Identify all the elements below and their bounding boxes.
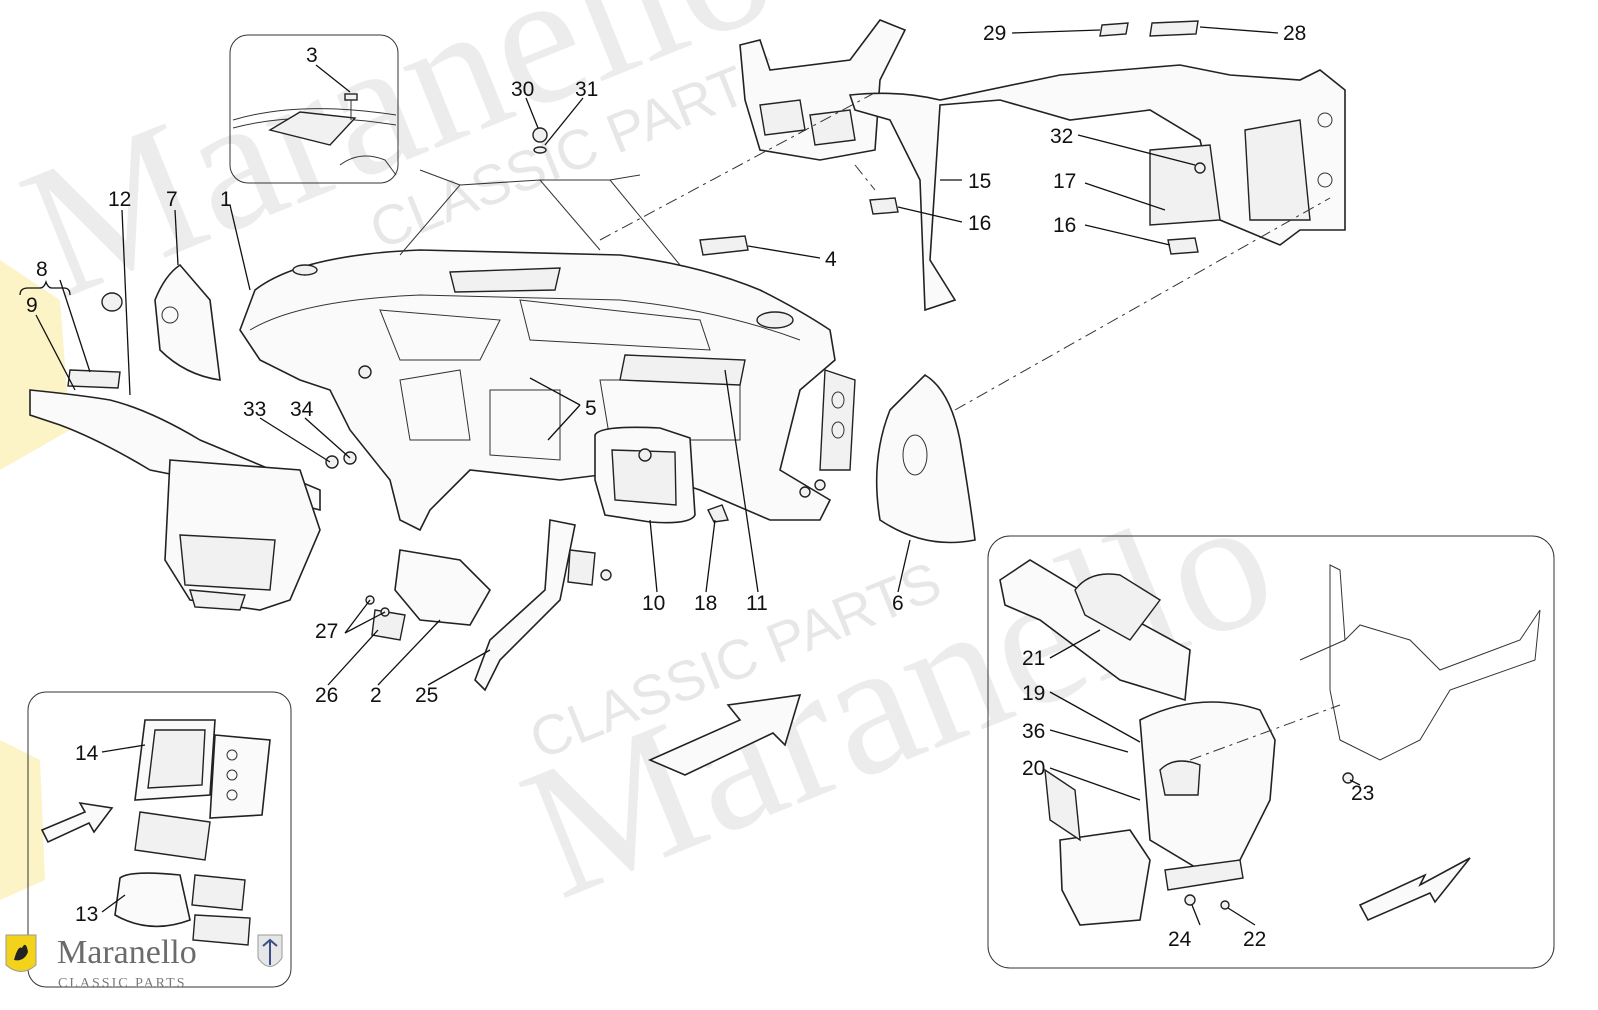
callout-16-right: 16 bbox=[1053, 214, 1076, 237]
logo-tagline-text: CLASSIC PARTS bbox=[58, 976, 187, 991]
callout-1: 1 bbox=[220, 188, 232, 211]
callout-13: 13 bbox=[75, 903, 98, 926]
callout-30: 30 bbox=[511, 78, 534, 101]
trident-icon bbox=[262, 938, 278, 965]
prancing-horse-icon bbox=[14, 944, 28, 961]
callout-29: 29 bbox=[983, 22, 1006, 45]
ferrari-shield-watermark-2 bbox=[0, 740, 45, 900]
callout-28: 28 bbox=[1283, 22, 1306, 45]
callout-labels: 3 30 31 29 28 32 17 16 15 16 4 1 7 12 8 … bbox=[26, 22, 1374, 951]
callout-7: 7 bbox=[166, 188, 178, 211]
callout-23: 23 bbox=[1351, 782, 1374, 805]
callout-22: 22 bbox=[1243, 928, 1266, 951]
callout-31: 31 bbox=[575, 78, 598, 101]
callout-16-left: 16 bbox=[968, 212, 991, 235]
cross-car-beam bbox=[532, 19, 1346, 312]
callout-20: 20 bbox=[1022, 757, 1045, 780]
maranello-logo: Maranello CLASSIC PARTS bbox=[5, 934, 283, 991]
callout-25: 25 bbox=[415, 684, 438, 707]
callout-10: 10 bbox=[642, 592, 665, 615]
inset-radio-panel bbox=[27, 691, 292, 988]
callout-11: 11 bbox=[746, 592, 768, 615]
callout-18: 18 bbox=[694, 592, 717, 615]
inset-steering-column bbox=[987, 535, 1555, 969]
callout-24: 24 bbox=[1168, 928, 1192, 951]
callout-5: 5 bbox=[585, 397, 597, 420]
callout-34: 34 bbox=[290, 398, 314, 421]
dashboard-main-assembly bbox=[29, 249, 976, 692]
callout-12: 12 bbox=[108, 188, 131, 211]
callout-26: 26 bbox=[315, 684, 338, 707]
callout-8: 8 bbox=[36, 258, 48, 281]
callout-19: 19 bbox=[1022, 682, 1045, 705]
callout-15: 15 bbox=[968, 170, 991, 193]
direction-arrow bbox=[648, 694, 802, 776]
callout-21: 21 bbox=[1022, 647, 1045, 670]
inset-part-3 bbox=[229, 34, 399, 184]
callout-32: 32 bbox=[1050, 125, 1073, 148]
callout-9: 9 bbox=[26, 294, 38, 317]
callout-17: 17 bbox=[1053, 170, 1076, 193]
callout-36: 36 bbox=[1022, 720, 1045, 743]
callout-6: 6 bbox=[892, 592, 904, 615]
callout-27: 27 bbox=[315, 620, 338, 643]
callout-3: 3 bbox=[306, 44, 318, 67]
callout-33: 33 bbox=[243, 398, 266, 421]
leader-lines bbox=[19, 26, 1361, 926]
logo-brand-text: Maranello bbox=[57, 934, 197, 971]
callout-4: 4 bbox=[825, 248, 837, 271]
callout-2: 2 bbox=[370, 684, 382, 707]
callout-14: 14 bbox=[75, 742, 99, 765]
